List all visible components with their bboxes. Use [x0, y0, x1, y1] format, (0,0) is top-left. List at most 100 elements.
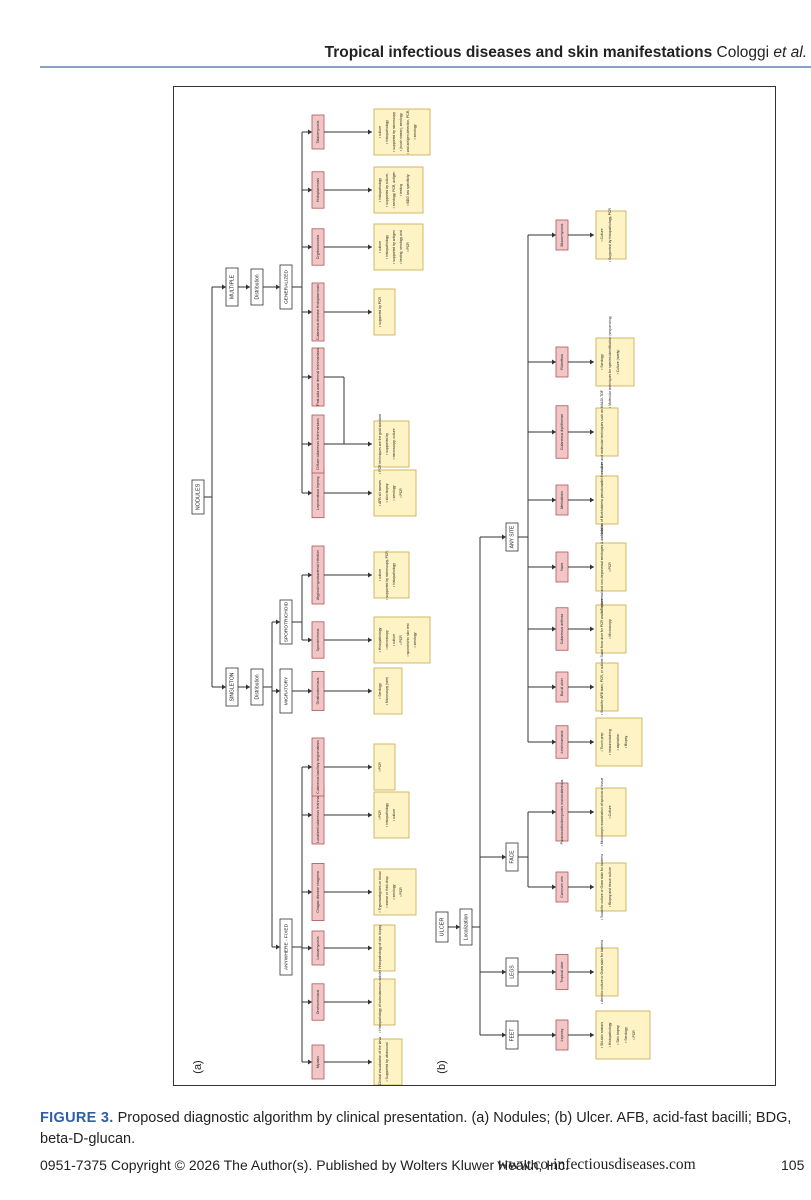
method-text-nodules: • Histopathology [378, 627, 382, 652]
method-box-ulcer [595, 604, 627, 654]
method-text-nodules: • culture [378, 569, 382, 581]
arrow-head [246, 684, 250, 690]
header-etal: et al. [773, 44, 807, 61]
arrow-head [552, 429, 556, 435]
arrow-head [590, 359, 594, 365]
method-box-nodules [373, 868, 417, 916]
header-author: Cologgi [716, 44, 770, 61]
method-text-ulcer: • Culture (rarely) [616, 350, 620, 375]
method-text-nodules: • culture [378, 126, 382, 138]
arrow-head [590, 884, 594, 890]
method-text-nodules: • serology [392, 884, 396, 899]
method-text-ulcer: • Microscopic examination of sputum or t… [600, 777, 604, 846]
arrow-head [308, 309, 312, 315]
method-box-nodules [373, 667, 403, 715]
method-text-nodules: • histopathology [385, 803, 389, 827]
method-text-ulcer: • Culture [600, 228, 604, 241]
method-text-nodules: • PCR [399, 488, 403, 498]
arrow-head [368, 999, 372, 1005]
method-text-nodules: • and antigen detection, PCR, [406, 110, 410, 155]
arrow-head [368, 490, 372, 496]
method-box-nodules [373, 924, 396, 972]
arrow-head [276, 944, 280, 950]
arrow-head [590, 232, 594, 238]
arrow-head [308, 244, 312, 250]
disease-label-ulcer: Tropical ulcer [560, 960, 564, 982]
arrow-head [308, 945, 312, 951]
localization-label: Localization [463, 914, 469, 941]
method-text-nodules: • PCR [399, 887, 403, 897]
arrow-head [456, 924, 460, 930]
disease-label-nodules: Lepromatous leprosy [316, 476, 320, 510]
arrow-head [552, 969, 556, 975]
method-text-nodules: • microscopy [385, 630, 389, 650]
method-box-nodules [373, 616, 431, 664]
arrow-head [590, 497, 594, 503]
arrow-head [308, 688, 312, 694]
arrow-head [502, 854, 506, 860]
arrow-head [552, 884, 556, 890]
arrow-head [308, 490, 312, 496]
header-title-bold: Tropical infectious diseases and skin ma… [324, 44, 713, 61]
disease-label-ulcer: Paracoccidioidomycosis mucocutaneous [560, 779, 564, 844]
arrow-head [368, 441, 372, 447]
arrow-head [368, 637, 372, 643]
method-box-nodules [373, 743, 396, 791]
group-label-1: MIGRATORY [283, 676, 289, 705]
panel-a-label: (a) [192, 1060, 204, 1073]
arrow-head [590, 969, 594, 975]
disease-label-nodules: Atypical mycobacterial infection [316, 550, 320, 600]
method-text-ulcer: • Swab from ulcer for PCR and/or culture [600, 598, 604, 659]
method-text-ulcer: • aspiration [616, 733, 620, 750]
method-text-nodules: • serology [392, 485, 396, 500]
arrow-head [368, 1059, 372, 1065]
method-text-nodules: • Histopathology of subcutaneous nodule [378, 971, 382, 1033]
arrow-head [308, 999, 312, 1005]
arrow-head [590, 626, 594, 632]
arrow-head [590, 809, 594, 815]
disease-label-ulcer: Cancrum oris [560, 876, 564, 898]
arrow-head [590, 684, 594, 690]
panel-b-label: (b) [436, 1060, 448, 1073]
multiple-label: MULTIPLE [229, 274, 235, 299]
method-text-nodules: • skin biopsy [385, 483, 389, 502]
method-text-nodules: • supported by PCR [378, 297, 382, 327]
diagnostic-flowchart: (a)(b)NODULESSINGLETONMULTIPLEDistributi… [191, 108, 651, 1085]
method-text-ulcer: • Biopsy [624, 736, 628, 749]
ulcer-group-label-1: LEGS [509, 965, 515, 979]
disease-label-nodules: Myiasis [316, 1056, 320, 1068]
method-text-nodules: • smear or thick drop [385, 876, 389, 907]
method-text-nodules: • histopathology [385, 235, 389, 259]
footer-url[interactable]: www.co-infectiousdiseases.com [497, 1156, 696, 1173]
arrow-head [368, 889, 372, 895]
group-label-2: SPOROTRICHOID [283, 601, 289, 642]
arrow-head [222, 684, 226, 690]
disease-label-ulcer: Cutaneous diphtheriae [560, 414, 564, 450]
method-text-nodules: • serology, PCR, antigen [392, 172, 396, 209]
arrow-head [308, 637, 312, 643]
method-box-nodules [373, 978, 396, 1026]
method-box-ulcer [595, 787, 627, 837]
method-text-nodules: • histopathology [392, 563, 396, 587]
method-text-ulcer: • Molecular techniques for species ident… [608, 316, 612, 408]
ulcer-group-label-2: FACE [509, 850, 515, 864]
group-label-0: ANYWHERE - FIXED [283, 923, 289, 970]
disease-label-ulcer: Buruli ulcer [560, 677, 564, 696]
method-box-ulcer [595, 662, 619, 712]
disease-label-nodules: Loboamycosis [316, 936, 320, 959]
arrow-head [368, 812, 372, 818]
method-text-ulcer: • Aerobic culture or Gram stain for bact… [600, 940, 604, 1004]
method-box-ulcer [595, 407, 619, 457]
root-label-nodules: NODULES [195, 483, 201, 510]
method-text-nodules: • testing, serology and [399, 230, 403, 264]
arrow-head [552, 359, 556, 365]
method-box-ulcer [595, 542, 627, 592]
method-box-ulcer [595, 337, 635, 387]
method-box-ulcer [595, 475, 619, 525]
disease-label-nodules: Histoplasmosis [316, 178, 320, 202]
method-text-nodules: • (touch smear), serology, [399, 113, 403, 151]
method-text-nodules: • Trypomastigotes on blood [378, 871, 382, 912]
ulcer-group-label-0: FEET [509, 1029, 515, 1042]
method-text-nodules: • sporotrichin skin test [406, 623, 410, 656]
